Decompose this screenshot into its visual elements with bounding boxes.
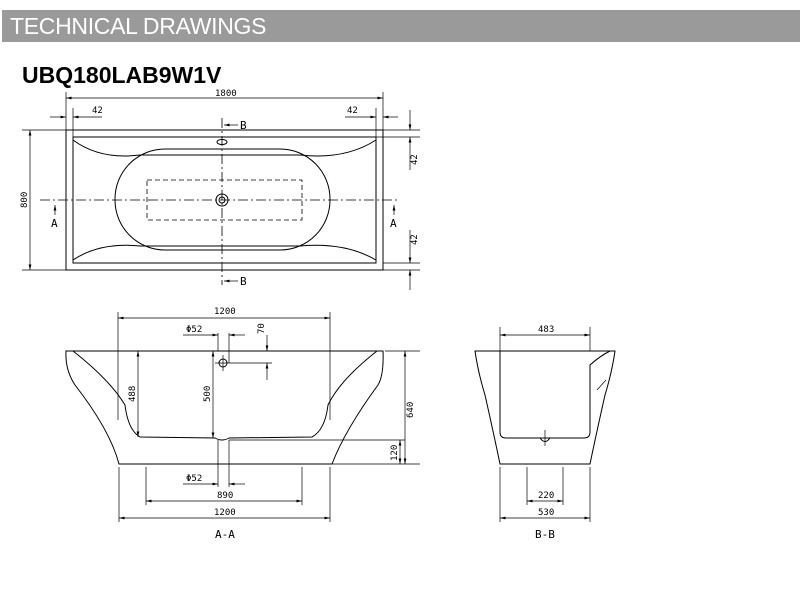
bottom-contour (72, 244, 377, 261)
product-code: UBQ180LAB9W1V (22, 62, 222, 88)
drawing-line (218, 196, 226, 204)
section-header-title: TECHNICAL DRAWINGS (10, 13, 267, 39)
drain-icon (215, 193, 229, 207)
basin-outline (114, 148, 331, 251)
basin-floor (146, 179, 303, 221)
dim-aa-base-width: 1200 (214, 508, 236, 518)
section-header: TECHNICAL DRAWINGS (2, 10, 800, 42)
top-view: 1800 42 42 800 42 42 B B A A (20, 89, 420, 290)
section-b-marker-top: B (240, 119, 247, 132)
top-contour (72, 139, 377, 157)
dim-aa-overflow-depth: 500 (203, 386, 213, 402)
section-a-marker-right: A (390, 217, 397, 230)
section-b-b: 483 220 530 B-B (474, 325, 616, 541)
section-a-marker-left: A (51, 217, 58, 230)
overflow-icon (216, 139, 228, 145)
dim-aa-inner-depth: 488 (128, 386, 138, 402)
dim-aa-overflow-diameter: Φ52 (186, 325, 202, 335)
section-b-marker-bottom: B (240, 275, 247, 288)
drawing-line (539, 437, 551, 442)
tub-profile (65, 350, 384, 465)
dim-rim-bottom: 42 (410, 234, 420, 245)
dim-bb-foot-width: 220 (538, 491, 554, 501)
dim-rim-left: 42 (92, 106, 103, 116)
section-a-a: 1200 Φ52 70 488 500 640 120 Φ52 890 1200 (65, 307, 420, 541)
section-b-b-label: B-B (535, 528, 555, 541)
dim-rim-right: 42 (347, 106, 358, 116)
dim-length: 1800 (215, 89, 237, 99)
dim-bb-inner-top: 483 (538, 325, 554, 335)
section-a-a-label: A-A (215, 528, 235, 541)
tub-inner (72, 350, 378, 441)
dim-bb-base-width: 530 (538, 508, 554, 518)
dim-rim-top: 42 (410, 154, 420, 165)
tub-inner (499, 350, 611, 439)
dim-aa-overflow-offset: 70 (257, 323, 267, 334)
drawing-line (596, 379, 607, 391)
dim-aa-foot-width: 890 (217, 491, 233, 501)
dim-aa-drain-diameter: Φ52 (186, 474, 202, 484)
dim-width: 800 (20, 192, 30, 208)
dim-aa-inner-top: 1200 (214, 307, 236, 317)
tub-profile (474, 350, 616, 465)
dim-aa-base-height: 120 (390, 445, 400, 461)
dim-aa-total-height: 640 (406, 402, 416, 418)
